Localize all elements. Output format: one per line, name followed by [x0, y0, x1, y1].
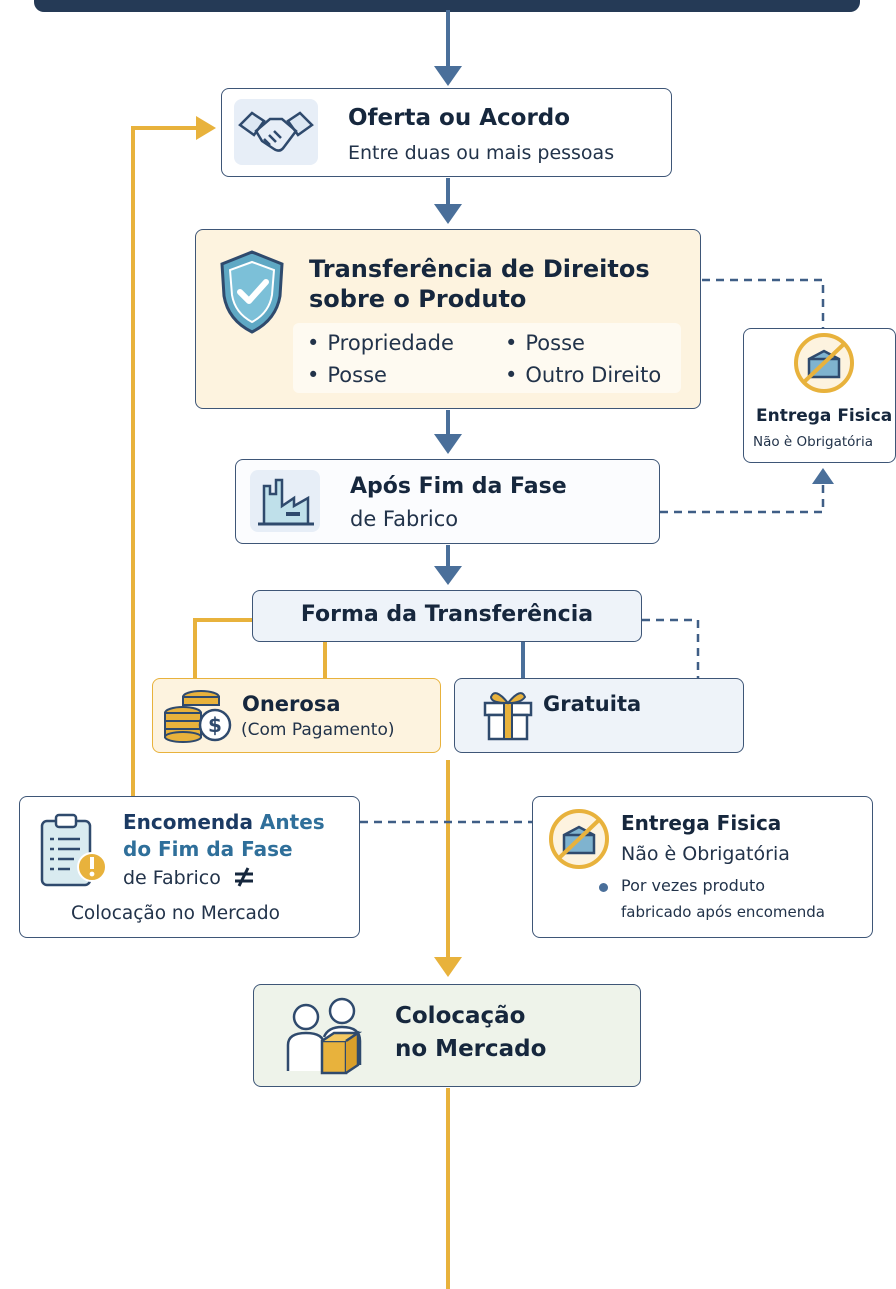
offer-subtitle: Entre duas ou mais pessoas — [348, 142, 615, 164]
gift-icon — [479, 685, 537, 743]
main-flow-arrows — [434, 10, 525, 678]
offer-box: Oferta ou Acordo Entre duas ou mais pess… — [221, 88, 672, 177]
after-phase-box: Após Fim da Fase de Fabrico — [235, 459, 660, 544]
market-title-line2: no Mercado — [395, 1036, 547, 1062]
transfer-title-line1: Transferência de Direitos — [309, 255, 650, 283]
order-line2: do Fim da Fase — [123, 837, 293, 861]
svg-text:$: $ — [208, 713, 222, 737]
transfer-title-line2: sobre o Produto — [309, 285, 527, 313]
form-title: Forma da Transferência — [300, 602, 594, 627]
delivery-main-box: Entrega Fisica Não è Obrigatória Por vez… — [532, 796, 873, 938]
after-phase-subtitle: de Fabrico — [350, 507, 459, 531]
factory-icon — [250, 470, 320, 532]
order-line4: Colocação no Mercado — [71, 903, 280, 924]
form-box: Forma da Transferência — [252, 590, 642, 642]
onerous-subtitle: (Com Pagamento) — [241, 720, 395, 740]
delivery-main-note-2: fabricado após encomenda — [621, 903, 825, 921]
right-bullet: Posse — [307, 363, 387, 387]
gold-flow-lines — [131, 126, 450, 1289]
people-box-icon — [284, 995, 370, 1077]
header-bar — [34, 0, 860, 12]
dashed-links — [360, 278, 825, 824]
delivery-main-subtitle: Não è Obrigatória — [621, 843, 790, 865]
delivery-main-title: Entrega Fisica — [621, 811, 782, 835]
right-bullet: Outro Direito — [505, 363, 661, 387]
free-title: Gratuita — [543, 692, 642, 716]
order-line3-text: de Fabrico — [123, 867, 221, 889]
coins-icon: $ — [163, 687, 233, 743]
delivery-side-subtitle: Não è Obrigatória — [753, 434, 873, 450]
free-box: Gratuita — [454, 678, 744, 753]
order-line3: de Fabrico — [123, 867, 255, 889]
onerous-box: $ Onerosa (Com Pagamento) — [152, 678, 441, 753]
order-line1-a: Encomenda — [123, 810, 253, 834]
order-box: Encomenda Antes do Fim da Fase de Fabric… — [19, 796, 360, 938]
order-line1: Encomenda Antes — [123, 810, 325, 834]
delivery-main-note-1: Por vezes produto — [621, 876, 766, 895]
right-bullet: Posse — [505, 331, 585, 355]
clipboard-warning-icon — [36, 811, 112, 891]
handshake-icon — [234, 99, 318, 165]
no-delivery-icon — [791, 331, 857, 395]
market-box: Colocação no Mercado — [253, 984, 641, 1087]
transfer-rights-box: Transferência de Direitos sobre o Produt… — [195, 229, 701, 409]
note-bullet-icon — [599, 883, 608, 892]
not-equal-icon — [234, 867, 253, 887]
order-line1-b: Antes — [259, 810, 325, 834]
delivery-side-box: Entrega Fisica Não è Obrigatória — [743, 328, 896, 463]
no-delivery-icon — [547, 807, 611, 871]
offer-title: Oferta ou Acordo — [348, 105, 571, 131]
market-title-line1: Colocação — [395, 1003, 526, 1029]
shield-check-icon — [216, 248, 288, 336]
onerous-title: Onerosa — [242, 692, 341, 716]
delivery-side-title: Entrega Fisica — [756, 406, 893, 426]
rights-list-panel: Propriedade Posse Posse Outro Direito — [293, 323, 681, 393]
after-phase-title: Após Fim da Fase — [350, 474, 567, 499]
right-bullet: Propriedade — [307, 331, 453, 355]
